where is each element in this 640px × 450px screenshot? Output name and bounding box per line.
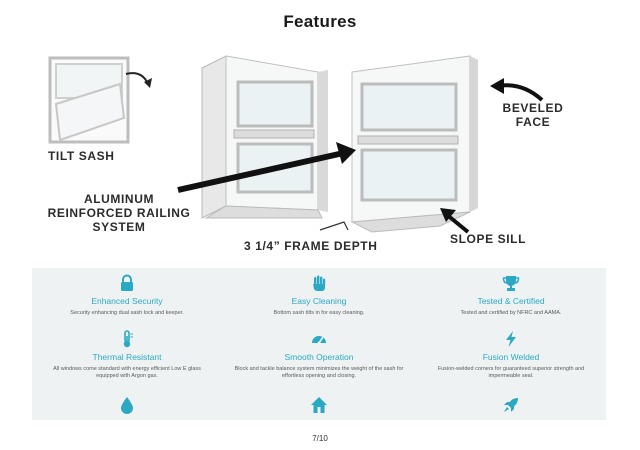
water-drop-icon [121, 397, 133, 414]
tilt-sash-window [48, 56, 152, 144]
frame-depth-bracket [319, 221, 349, 231]
features-panel: Enhanced Security Security enhancing dua… [32, 268, 606, 420]
feature-name: Enhanced Security [91, 296, 163, 306]
feature-name: Easy Cleaning [291, 296, 347, 306]
page-title: Features [283, 12, 357, 31]
feature-tested-certified: Tested & Certified Tested and certified … [416, 274, 606, 317]
house-icon [311, 397, 327, 413]
gauge-icon [312, 336, 326, 345]
aluminum-arrow [177, 149, 349, 193]
feature-name: Thermal Resistant [92, 352, 162, 362]
feature-description: Tested and certified by NFRC and AAMA. [460, 310, 562, 316]
window-diagram [48, 55, 544, 234]
page-number: 7/10 [312, 434, 328, 443]
feature-easy-cleaning: Easy Cleaning Bottom sash tilts in for e… [224, 274, 414, 317]
window-section-left [201, 55, 328, 219]
feature-description: Security enhancing dual sash lock and ke… [70, 310, 184, 316]
feature-description: Fusion-welded corners for guaranteed sup… [437, 366, 585, 379]
lock-icon [121, 274, 133, 291]
feature-name: Smooth Operation [284, 352, 354, 362]
feature-fusion-welded: Fusion Welded Fusion-welded corners for … [416, 330, 606, 380]
window-section-right [350, 55, 478, 233]
feature-description: Bottom sash tilts in for easy cleaning. [273, 310, 365, 316]
callout-beveled-face: BEVELED FACE [502, 101, 564, 129]
feature-house [224, 396, 414, 414]
feature-water [32, 396, 222, 414]
callout-frame-depth: 3 1/4” FRAME DEPTH [244, 239, 378, 253]
feature-name: Fusion Welded [482, 352, 540, 362]
trophy-icon [502, 276, 520, 291]
feature-name: Tested & Certified [477, 296, 545, 306]
feature-smooth-operation: Smooth Operation Block and tackle balanc… [224, 330, 414, 380]
lightning-icon [506, 331, 516, 347]
feature-rocket [416, 396, 606, 414]
rocket-icon [504, 398, 518, 412]
callout-tilt-sash: TILT SASH [48, 149, 115, 163]
callout-aluminum-railing: ALUMINUM REINFORCED RAILING SYSTEM [47, 192, 191, 234]
hand-icon [313, 275, 326, 291]
callout-slope-sill: SLOPE SILL [450, 232, 527, 246]
beveled-arrow [497, 83, 544, 102]
feature-enhanced-security: Enhanced Security Security enhancing dua… [32, 274, 222, 317]
feature-thermal-resistant: Thermal Resistant All windows come stand… [32, 330, 222, 380]
feature-description: Block and tackle balance system minimize… [234, 366, 404, 379]
thermometer-icon [123, 330, 133, 348]
feature-description: All windows come standard with energy ef… [53, 366, 201, 379]
